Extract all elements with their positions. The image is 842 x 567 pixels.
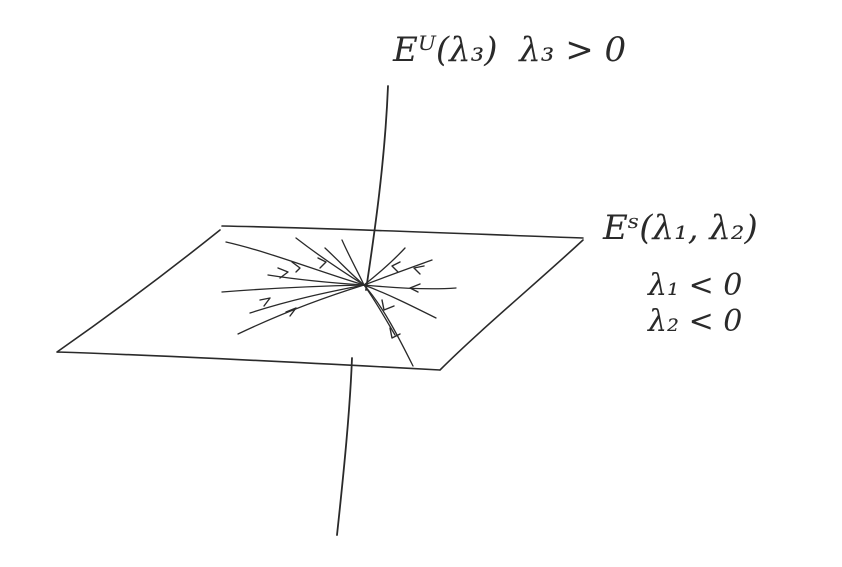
trajectory	[363, 284, 396, 336]
stable-plane	[56, 225, 584, 371]
trajectory	[363, 284, 414, 367]
arrowhead	[391, 261, 401, 273]
arrowhead	[291, 261, 301, 273]
arrowhead	[389, 327, 401, 339]
trajectory	[363, 247, 406, 286]
unstable-condition-text: λ₃ > 0	[519, 30, 627, 70]
trajectory-arrowheads	[259, 257, 425, 339]
arrowhead	[259, 297, 271, 307]
unstable-space-label: Eᵁ(λ₃) λ₃ > 0	[393, 30, 626, 70]
unstable-space-text: Eᵁ(λ₃)	[393, 30, 498, 70]
arrowhead	[381, 299, 395, 311]
arrowhead	[409, 283, 421, 293]
stable-trajectories	[221, 237, 457, 367]
trajectory	[341, 239, 365, 286]
trajectory	[225, 241, 365, 286]
arrowhead	[317, 257, 327, 269]
trajectory	[267, 274, 365, 286]
arrowhead	[277, 267, 289, 279]
unstable-axis-lower	[336, 357, 353, 536]
arrowhead	[285, 307, 297, 317]
stable-condition-2: λ₂ < 0	[648, 304, 743, 339]
trajectory	[237, 284, 365, 335]
trajectory	[324, 247, 365, 286]
arrowhead	[413, 265, 425, 275]
trajectory	[221, 284, 365, 293]
trajectory	[295, 237, 365, 286]
trajectory	[249, 284, 365, 314]
stable-condition-1: λ₁ < 0	[648, 268, 743, 303]
stable-space-label: Eˢ(λ₁, λ₂)	[603, 208, 758, 248]
trajectory	[363, 284, 437, 319]
unstable-axis-upper	[365, 85, 389, 291]
